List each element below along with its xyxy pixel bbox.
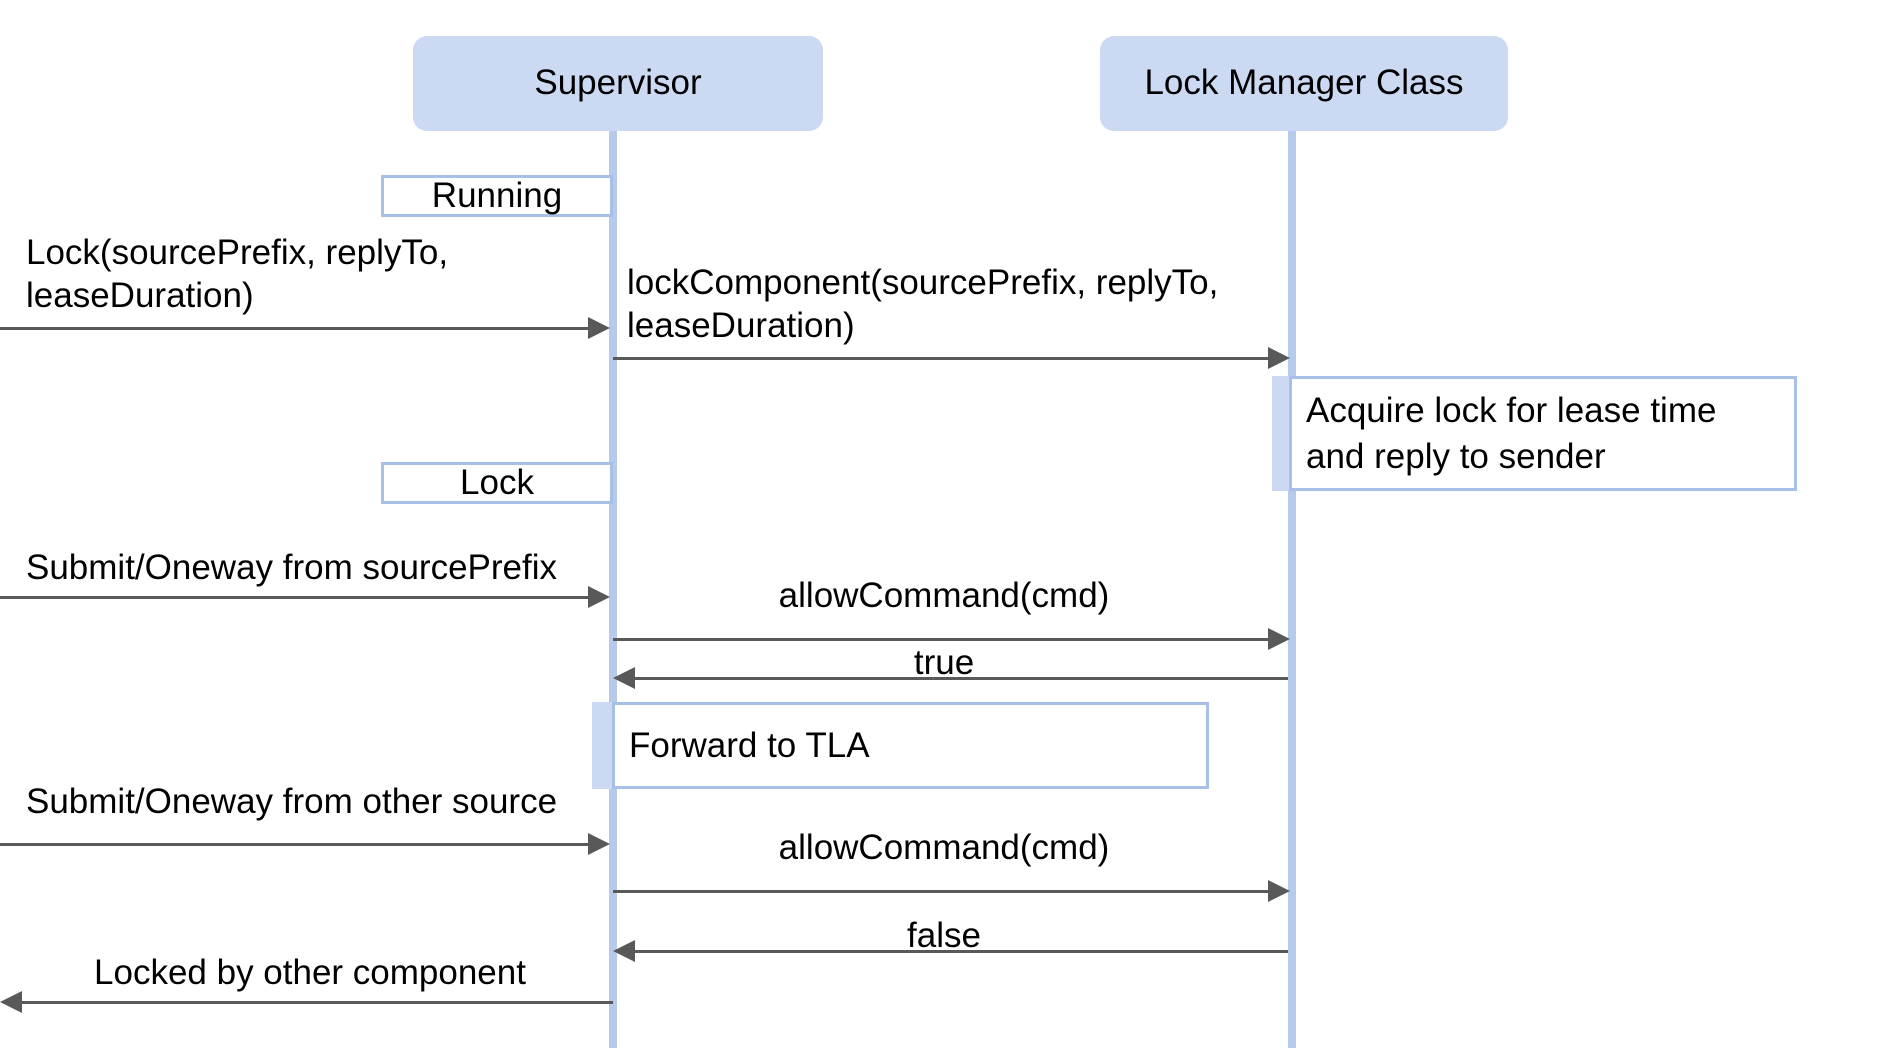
message-line-lock-component: [613, 357, 1275, 360]
state-box-lock[interactable]: Lock: [381, 462, 613, 504]
message-line-submit-oneway-other-source: [0, 843, 592, 846]
message-label-allow-command-2: allowCommand(cmd): [778, 828, 1110, 867]
lifeline-lock-manager: [1288, 130, 1296, 1048]
note-acquire-lock-line1: Acquire lock for lease time: [1306, 391, 1717, 430]
message-arrowhead-reply-true: [613, 667, 635, 689]
message-label-lock-request: Lock(sourcePrefix, replyTo, leaseDuratio…: [26, 233, 449, 315]
lifeline-supervisor: [609, 130, 617, 1048]
message-line-lock-request: [0, 327, 592, 330]
message-arrowhead-submit-oneway-other-source: [588, 833, 610, 855]
message-arrowhead-lock-request: [588, 317, 610, 339]
message-arrowhead-allow-command-2: [1268, 880, 1290, 902]
message-label-allow-command-1: allowCommand(cmd): [778, 576, 1110, 615]
message-line-allow-command-2: [613, 890, 1275, 893]
message-arrowhead-locked-by-other: [0, 991, 22, 1013]
participant-supervisor-label: Supervisor: [534, 63, 702, 103]
message-label-lock-component: lockComponent(sourcePrefix, replyTo, lea…: [627, 263, 1219, 345]
message-arrowhead-reply-false: [613, 940, 635, 962]
note-acquire-lock[interactable]: Acquire lock for lease time and reply to…: [1289, 376, 1797, 491]
message-arrowhead-lock-component: [1268, 347, 1290, 369]
state-box-lock-label: Lock: [460, 463, 534, 502]
message-arrowhead-allow-command-1: [1268, 628, 1290, 650]
note-acquire-lock-line2: and reply to sender: [1306, 436, 1606, 476]
participant-lock-manager[interactable]: Lock Manager Class: [1100, 36, 1508, 131]
note-forward-to-tla-line1: Forward to TLA: [629, 725, 870, 765]
message-label-locked-by-other: Locked by other component: [94, 953, 526, 992]
state-box-running-label: Running: [431, 176, 563, 215]
message-line-allow-command-1: [613, 638, 1275, 641]
message-line-reply-true: [633, 677, 1288, 680]
message-label-reply-false: false: [907, 916, 981, 955]
participant-lock-manager-label: Lock Manager Class: [1144, 63, 1464, 103]
message-line-submit-oneway-source-prefix: [0, 596, 592, 599]
message-arrowhead-submit-oneway-source-prefix: [588, 586, 610, 608]
message-label-submit-oneway-source-prefix: Submit/Oneway from sourcePrefix: [26, 548, 558, 587]
participant-supervisor[interactable]: Supervisor: [413, 36, 823, 131]
message-line-locked-by-other: [20, 1001, 613, 1004]
message-label-reply-true: true: [913, 643, 975, 682]
message-line-reply-false: [633, 950, 1288, 953]
state-box-running[interactable]: Running: [381, 175, 613, 217]
note-forward-to-tla[interactable]: Forward to TLA: [612, 702, 1209, 789]
message-label-submit-oneway-other-source: Submit/Oneway from other source: [26, 782, 558, 821]
